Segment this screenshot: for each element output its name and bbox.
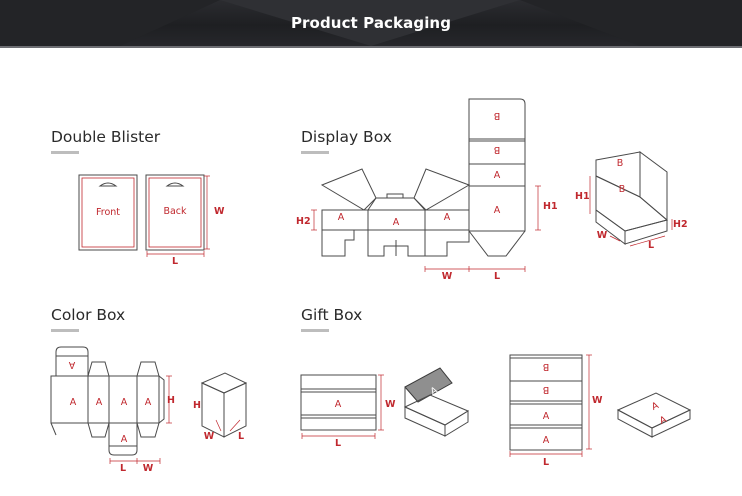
dim-l: L	[335, 438, 341, 449]
section-title-double-blister: Double Blister	[51, 128, 161, 146]
dim-h1: H1	[543, 201, 558, 212]
dim-w: W	[204, 431, 215, 442]
banner-pattern	[0, 0, 742, 46]
panel-a: A	[543, 435, 550, 446]
section-underline	[51, 329, 79, 332]
dim-w: W	[385, 399, 396, 410]
panel-b: B	[494, 110, 501, 121]
panel-b: B	[543, 361, 550, 372]
display-box-3d	[589, 151, 673, 247]
dim-l: L	[120, 463, 126, 474]
panel-a: A	[68, 359, 75, 370]
dim-h: H	[193, 400, 201, 411]
panel-a: A	[444, 212, 451, 223]
dim-w: W	[597, 230, 608, 241]
dim-w: W	[592, 395, 603, 406]
label-back: Back	[163, 206, 187, 217]
dim-l: L	[494, 271, 500, 282]
panel-a: A	[121, 434, 128, 445]
section-underline	[301, 329, 329, 332]
dim-h2: H2	[673, 219, 688, 230]
blister-back-window	[148, 177, 202, 248]
page-title: Product Packaging	[290, 14, 452, 32]
label-front: Front	[96, 207, 120, 218]
color-box-3d	[200, 372, 248, 438]
blister-front-window	[81, 177, 135, 248]
section-underline	[301, 151, 329, 154]
panel-a: A	[393, 217, 400, 228]
blister-front-card	[78, 174, 138, 251]
panel-b: B	[543, 384, 550, 395]
dim-l: L	[238, 431, 244, 442]
dim-h: H	[167, 395, 175, 406]
hang-hole	[165, 182, 185, 187]
panel-a: A	[429, 385, 440, 398]
blister-back-card	[145, 174, 205, 251]
double-blister-diagram	[78, 174, 210, 257]
section-title-gift-box: Gift Box	[301, 306, 363, 324]
dim-w: W	[214, 206, 225, 217]
panel-a: A	[70, 397, 77, 408]
section-title-display-box: Display Box	[301, 128, 392, 146]
panel-b: B	[617, 158, 624, 169]
dim-w: W	[442, 271, 453, 282]
panel-a: A	[494, 170, 501, 181]
panel-a: A	[543, 411, 550, 422]
panel-a: A	[494, 205, 501, 216]
panel-a: A	[335, 399, 342, 410]
gift-box-flat	[300, 374, 384, 439]
gift-box-3d-closed	[616, 392, 692, 438]
display-box-dieline	[311, 98, 541, 272]
dim-l: L	[172, 256, 178, 267]
panel-a: A	[121, 397, 128, 408]
hang-hole	[98, 182, 118, 187]
dim-w: W	[143, 463, 154, 474]
gift-box-3d-open	[403, 367, 470, 437]
section-title-color-box: Color Box	[51, 306, 126, 324]
panel-a: A	[338, 212, 345, 223]
color-box-dieline	[50, 346, 172, 464]
dim-h1: H1	[575, 191, 590, 202]
gift-box-flat-stacked	[509, 354, 592, 457]
banner-divider	[0, 46, 742, 48]
panel-b: B	[619, 184, 626, 195]
header-banner: Product Packaging	[0, 0, 742, 46]
dim-l: L	[543, 457, 549, 468]
panel-a: A	[145, 397, 152, 408]
section-underline	[51, 151, 79, 154]
panel-a: A	[658, 414, 669, 427]
dim-l: L	[648, 240, 654, 251]
panel-a: A	[96, 397, 103, 408]
panel-a: A	[650, 400, 661, 413]
panel-b: B	[494, 144, 501, 155]
dim-h2: H2	[296, 216, 311, 227]
